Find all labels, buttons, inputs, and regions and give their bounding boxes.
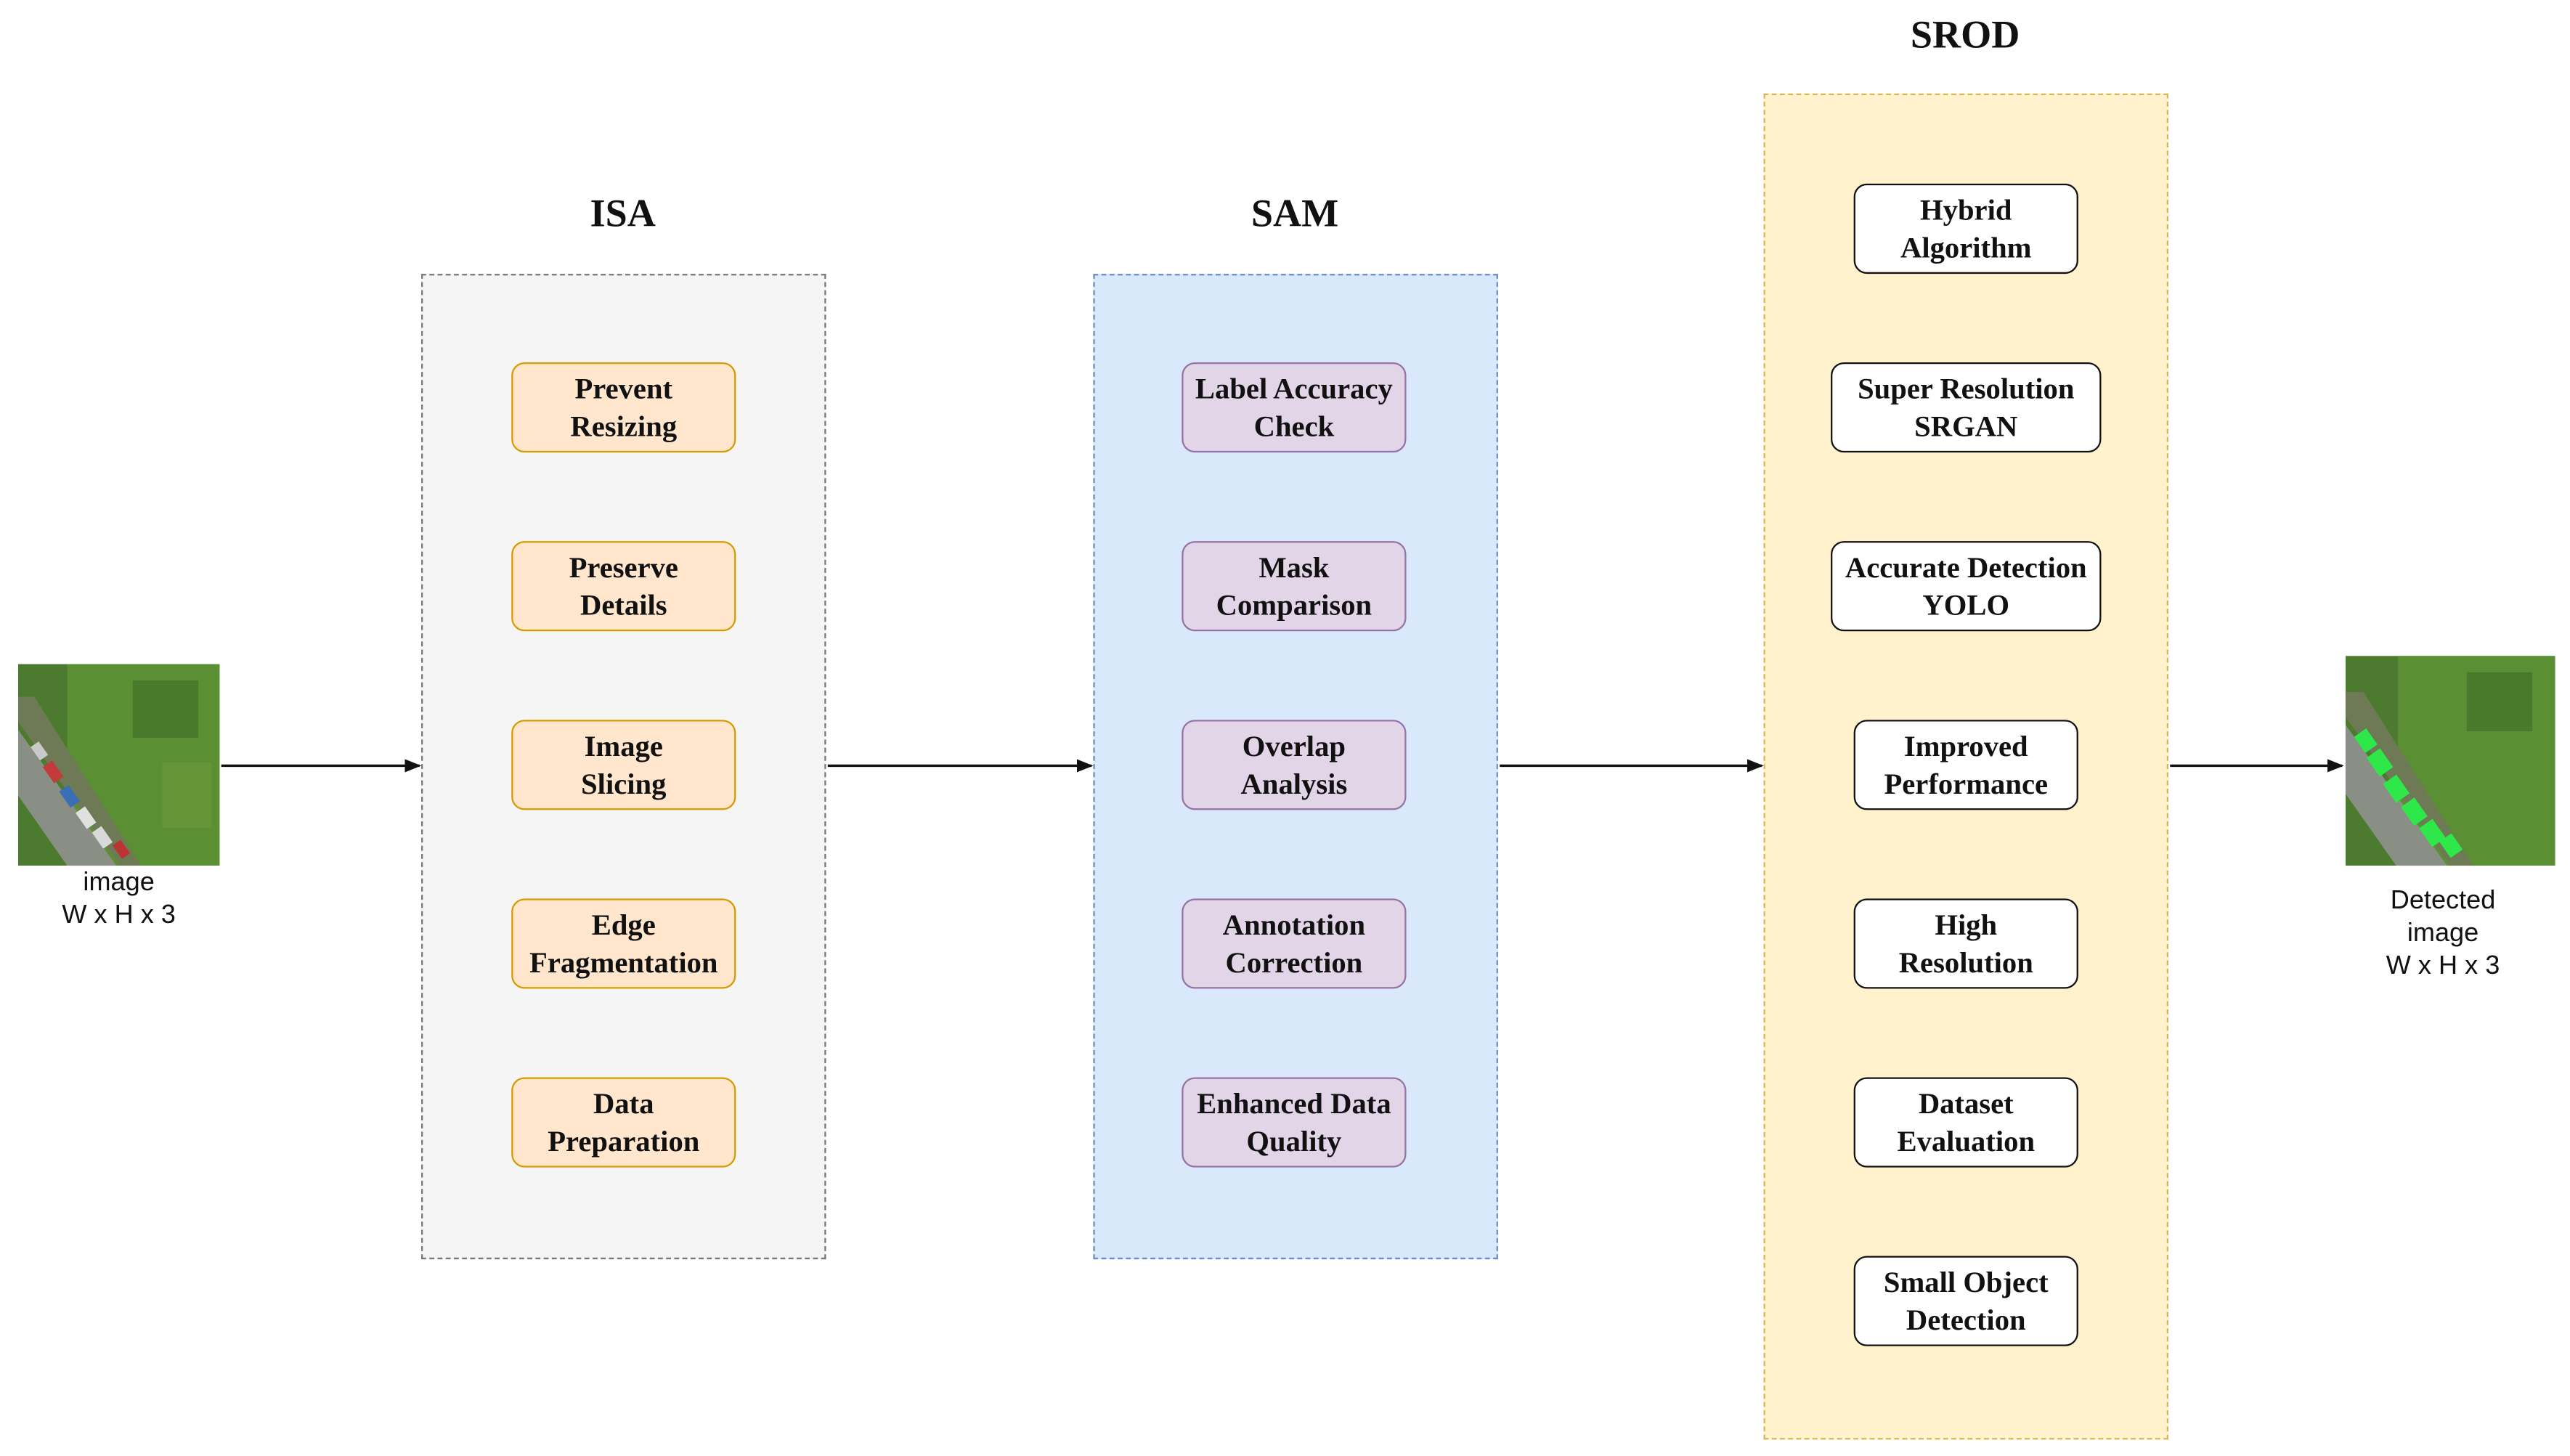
node-line: Comparison	[1216, 587, 1373, 621]
node-line: Resizing	[570, 409, 678, 442]
node-line: Preparation	[548, 1123, 700, 1157]
sam-step-enhanced-data-quality: Enhanced Data Quality	[1182, 1077, 1407, 1168]
node-line: Dataset	[1918, 1086, 2014, 1120]
output-detected-image	[2345, 656, 2555, 866]
node-line: High	[1935, 907, 1998, 940]
srod-step-accurate-detection-yolo: Accurate Detection YOLO	[1831, 541, 2102, 632]
node-line: Detection	[1906, 1302, 2026, 1336]
srod-title: SROD	[1910, 15, 2020, 58]
isa-title: ISA	[590, 193, 656, 237]
output-caption-line-2: image	[2407, 919, 2479, 948]
node-line: Super Resolution	[1858, 371, 2075, 404]
sam-step-annotation-correction: Annotation Correction	[1182, 898, 1407, 989]
node-line: Slicing	[581, 766, 667, 800]
sam-step-overlap-analysis: Overlap Analysis	[1182, 720, 1407, 810]
node-line: Improved	[1903, 728, 2028, 762]
node-line: Overlap	[1242, 728, 1346, 762]
isa-step-image-slicing: Image Slicing	[511, 720, 736, 810]
output-caption-line-3: W x H x 3	[2386, 952, 2500, 981]
isa-step-edge-fragmentation: Edge Fragmentation	[511, 898, 736, 989]
node-line: Fragmentation	[529, 945, 718, 978]
node-line: Prevent	[574, 371, 673, 404]
input-caption: image W x H x 3	[20, 867, 218, 932]
node-line: Annotation	[1222, 907, 1366, 940]
srod-step-improved-performance: Improved Performance	[1853, 720, 2078, 810]
node-line: Accurate Detection	[1845, 550, 2087, 583]
node-line: Analysis	[1240, 766, 1348, 800]
node-line: SRGAN	[1914, 409, 2018, 442]
srod-step-small-object-detection: Small Object Detection	[1853, 1256, 2078, 1346]
sam-step-label-accuracy-check: Label Accuracy Check	[1182, 362, 1407, 453]
output-caption: Detected image W x H x 3	[2344, 885, 2542, 983]
srod-step-hybrid-algorithm: Hybrid Algorithm	[1853, 183, 2078, 274]
node-line: Resolution	[1898, 945, 2033, 978]
sam-step-mask-comparison: Mask Comparison	[1182, 541, 1407, 632]
input-aerial-image	[17, 664, 220, 866]
node-line: Correction	[1225, 945, 1363, 978]
node-line: Evaluation	[1897, 1123, 2036, 1157]
node-line: Check	[1253, 409, 1335, 442]
sam-title: SAM	[1251, 193, 1339, 237]
isa-step-data-preparation: Data Preparation	[511, 1077, 736, 1168]
isa-step-preserve-details: Preserve Details	[511, 541, 736, 632]
node-line: Quality	[1246, 1123, 1342, 1157]
node-line: Details	[580, 587, 667, 621]
isa-step-prevent-resizing: Prevent Resizing	[511, 362, 736, 453]
node-line: Edge	[591, 907, 656, 940]
srod-step-dataset-evaluation: Dataset Evaluation	[1853, 1077, 2078, 1168]
input-caption-line-2: W x H x 3	[62, 901, 176, 930]
output-caption-line-1: Detected	[2390, 887, 2496, 915]
srod-step-super-resolution-srgan: Super Resolution SRGAN	[1831, 362, 2102, 453]
node-line: Data	[593, 1086, 654, 1120]
node-line: Image	[584, 728, 663, 762]
node-line: Enhanced Data	[1197, 1086, 1391, 1120]
node-line: Hybrid	[1920, 192, 2012, 226]
node-line: Mask	[1258, 550, 1330, 583]
node-line: Small Object	[1883, 1264, 2049, 1298]
srod-step-high-resolution: High Resolution	[1853, 898, 2078, 989]
node-line: YOLO	[1922, 587, 2010, 621]
node-line: Performance	[1884, 766, 2049, 800]
input-caption-line-1: image	[83, 869, 155, 898]
node-line: Preserve	[569, 550, 678, 583]
node-line: Algorithm	[1900, 230, 2032, 264]
node-line: Label Accuracy	[1195, 371, 1393, 404]
